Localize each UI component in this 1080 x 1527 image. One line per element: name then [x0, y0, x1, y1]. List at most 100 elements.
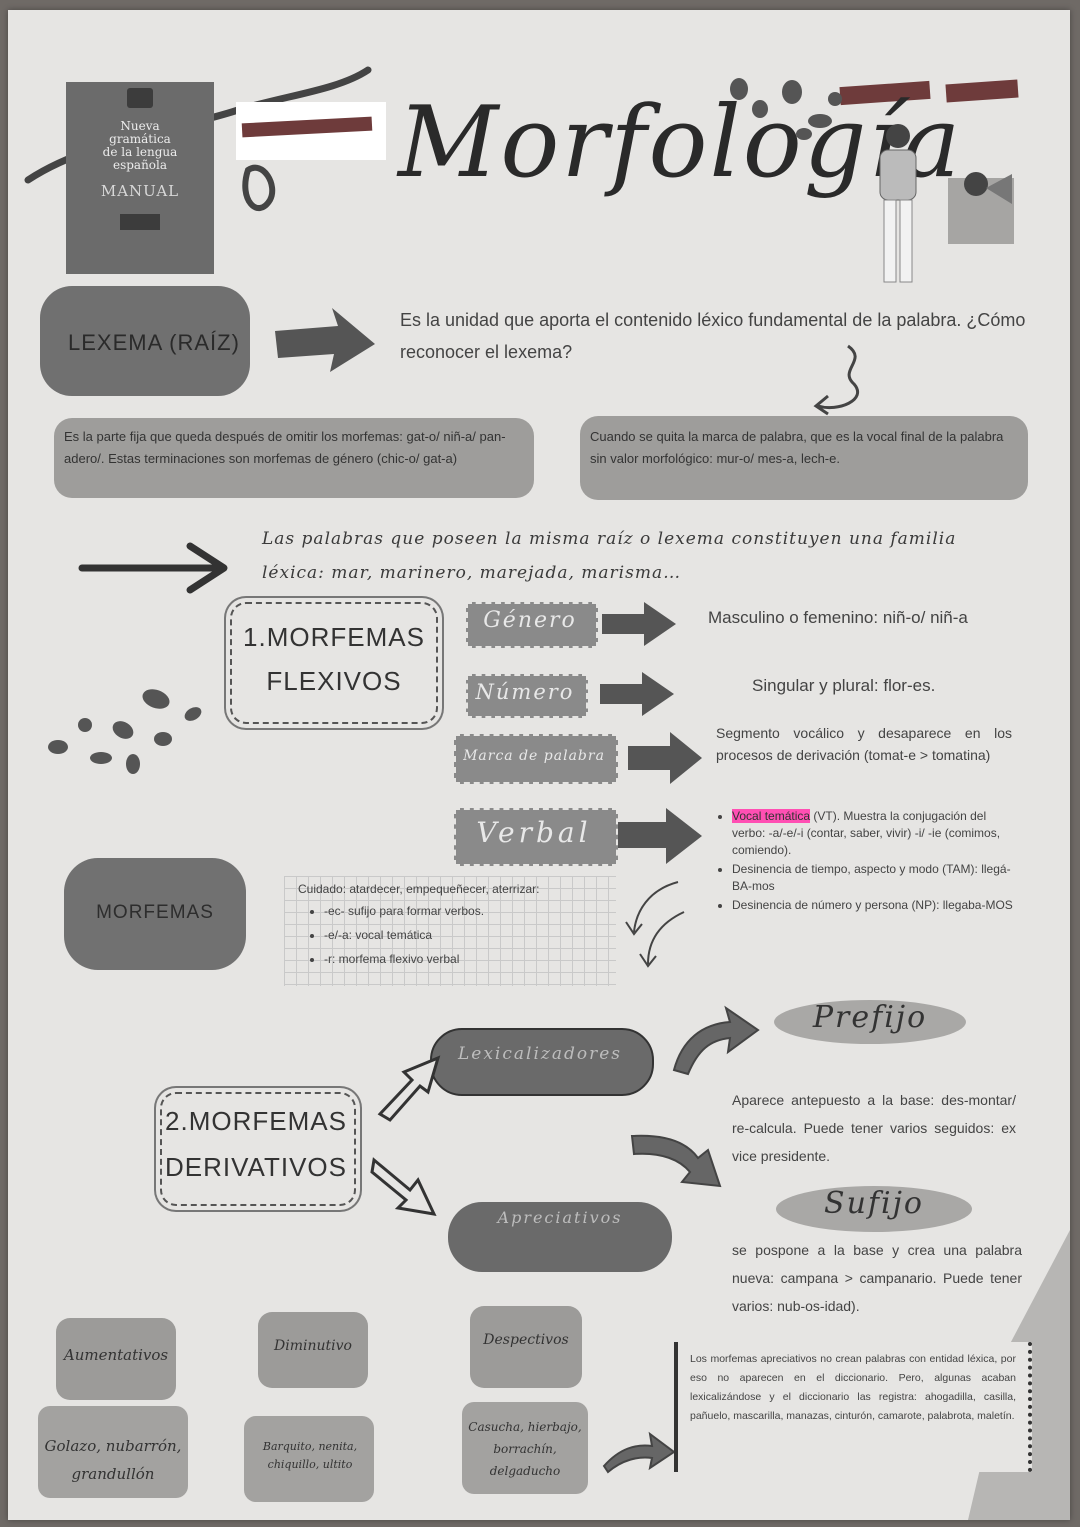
aumentativos-examples: Golazo, nubarrón, grandullón: [44, 1437, 182, 1483]
marca-label-box: [454, 734, 618, 784]
cuidado-list: -ec- sufijo para formar verbos. -e/-a: v…: [284, 900, 616, 970]
arrow-right-icon: [600, 672, 674, 716]
decor-dot: [126, 754, 140, 774]
verbal-point-1-text: (VT). Muestra la conjugación del verbo: …: [732, 809, 1001, 857]
aumentativos-label-box: [56, 1318, 176, 1400]
verbal-label-box: [454, 808, 618, 866]
marca-desc: Segmento vocálico y desaparece en los pr…: [716, 725, 1012, 763]
book-line-1: Nueva: [120, 119, 160, 133]
book-line-3: de la lengua: [102, 145, 178, 159]
numero-label: Número: [475, 680, 575, 704]
cuidado-title: Cuidado: atardecer, empequeñecer, aterri…: [298, 882, 540, 896]
verbal-points: Vocal temática (VT). Muestra la conjugac…: [712, 806, 1018, 916]
numero-desc: Singular y plural: flor-es.: [752, 676, 936, 695]
sufijo-oval: [776, 1186, 972, 1232]
outline-arrow-up-icon: [377, 1055, 441, 1122]
cuidado-item-1: -ec- sufijo para formar verbos.: [324, 900, 616, 922]
sufijo-label: Sufijo: [824, 1186, 924, 1221]
book-manual: MANUAL: [100, 182, 180, 200]
lexema-label: LEXEMA (RAÍZ): [68, 330, 240, 355]
lexema-right-note: Cuando se quita la marca de palabra, que…: [580, 416, 1028, 500]
lexema-definition: Es la unidad que aporta el contenido léx…: [400, 310, 1026, 362]
lexema-left-note-text: Es la parte fija que queda después de om…: [64, 429, 506, 466]
arrow-right-icon: [275, 308, 375, 372]
cuidado-item-2: -e/-a: vocal temática: [324, 924, 616, 946]
aumentativos-label: Aumentativos: [63, 1346, 169, 1364]
long-arrow-icon: [78, 542, 228, 594]
lexicalizadores-box: [430, 1028, 654, 1096]
despectivos-examples-box: [462, 1402, 588, 1494]
apreciativos-box: [448, 1202, 672, 1272]
despectivos-label-box: [470, 1306, 582, 1388]
flexivos-title-line2: FLEXIVOS: [266, 666, 402, 696]
outline-arrow-down-icon: [370, 1157, 437, 1216]
cuidado-item-3: -r: morfema flexivo verbal: [324, 948, 616, 970]
sufijo-desc: se pospone a la base y crea una palabra …: [732, 1242, 1022, 1314]
flexivos-title-box: [230, 602, 438, 724]
genero-label-box: [466, 602, 598, 648]
flexivos-title-line1: 1.MORFEMAS: [243, 622, 425, 652]
prefijo-desc: Aparece antepuesto a la base: des-montar…: [732, 1092, 1016, 1164]
verbal-point-3: Desinencia de número y persona (NP): lle…: [732, 897, 1018, 914]
despectivos-examples: Casucha, hierbajo, borrachín, delgaducho: [468, 1420, 582, 1478]
family-text: Las palabras que poseen la misma raíz o …: [262, 529, 957, 583]
arrow-right-icon: [602, 602, 676, 646]
curved-arrow-icon: [602, 1431, 676, 1474]
verbal-point-1: Vocal temática (VT). Muestra la conjugac…: [732, 808, 1018, 859]
curved-arrow-icon: [630, 1134, 722, 1188]
verbal-label: Verbal: [476, 816, 592, 849]
genero-label: Género: [483, 608, 577, 633]
decor-dot: [78, 718, 92, 732]
diminutivo-examples-box: [244, 1416, 374, 1502]
diminutivo-examples: Barquito, nenita, chiquillo, ultito: [262, 1440, 358, 1471]
standing-man-illustration: [879, 124, 917, 283]
decor-dot: [109, 717, 137, 743]
cuidado-note: Cuidado: atardecer, empequeñecer, aterri…: [284, 876, 616, 986]
decor-dot: [782, 80, 802, 104]
apreciativos-label: Apreciativos: [497, 1208, 623, 1227]
prefijo-oval: [774, 1000, 966, 1044]
book-line-2: gramática: [109, 132, 171, 146]
diminutivo-label: Diminutivo: [274, 1338, 352, 1354]
morfemas-label: MORFEMAS: [96, 902, 214, 923]
derivativos-title-line2: DERIVATIVOS: [165, 1152, 347, 1182]
arrow-right-icon: [618, 808, 702, 864]
diminutivo-label-box: [258, 1312, 368, 1388]
decor-dot: [182, 704, 204, 724]
lexicalizadores-label: Lexicalizadores: [457, 1044, 623, 1064]
decor-dot: [808, 114, 832, 128]
redacted-stamp: [236, 102, 386, 160]
morfemas-label-box: [64, 858, 246, 970]
thin-arrows-icon: [625, 881, 685, 968]
lexema-label-box: [40, 286, 250, 396]
decor-dot: [139, 685, 173, 713]
derivativos-title-box: [160, 1092, 356, 1206]
grammar-book-cover: Nueva gramática de la lengua española MA…: [66, 82, 214, 274]
apreciativos-note-text: Los morfemas apreciativos no crean palab…: [690, 1353, 1016, 1422]
derivativos-title-line1: 2.MORFEMAS: [165, 1106, 347, 1136]
lexema-right-note-text: Cuando se quita la marca de palabra, que…: [590, 429, 1004, 466]
numero-label-box: [466, 674, 588, 718]
book-line-4: española: [112, 158, 168, 172]
arrow-right-icon: [628, 732, 702, 784]
despectivos-label: Despectivos: [483, 1332, 569, 1348]
decor-dot: [90, 752, 112, 764]
notes-sheet: Nueva gramática de la lengua española MA…: [8, 10, 1070, 1520]
decor-dot: [730, 78, 748, 100]
emblem-icon: [127, 88, 153, 108]
aumentativos-examples-box: [38, 1406, 188, 1498]
curved-arrow-icon: [672, 1005, 760, 1076]
prefijo-label: Prefijo: [812, 1000, 928, 1035]
vocal-tematica-highlight: Vocal temática: [732, 809, 811, 823]
emblem-icon-bottom: [120, 214, 160, 230]
decor-dot: [796, 128, 812, 140]
apreciativos-note: Los morfemas apreciativos no crean palab…: [674, 1342, 1032, 1472]
genero-desc: Masculino o femenino: niñ-o/ niñ-a: [708, 608, 968, 627]
decor-dot: [752, 100, 768, 118]
decor-dot: [154, 732, 172, 746]
megaphone-person-illustration: [948, 172, 1014, 244]
curved-arrow-icon: [813, 344, 859, 416]
verbal-point-2: Desinencia de tiempo, aspecto y modo (TA…: [732, 861, 1018, 895]
marca-label: Marca de palabra: [463, 748, 605, 764]
decor-dot: [48, 740, 68, 754]
